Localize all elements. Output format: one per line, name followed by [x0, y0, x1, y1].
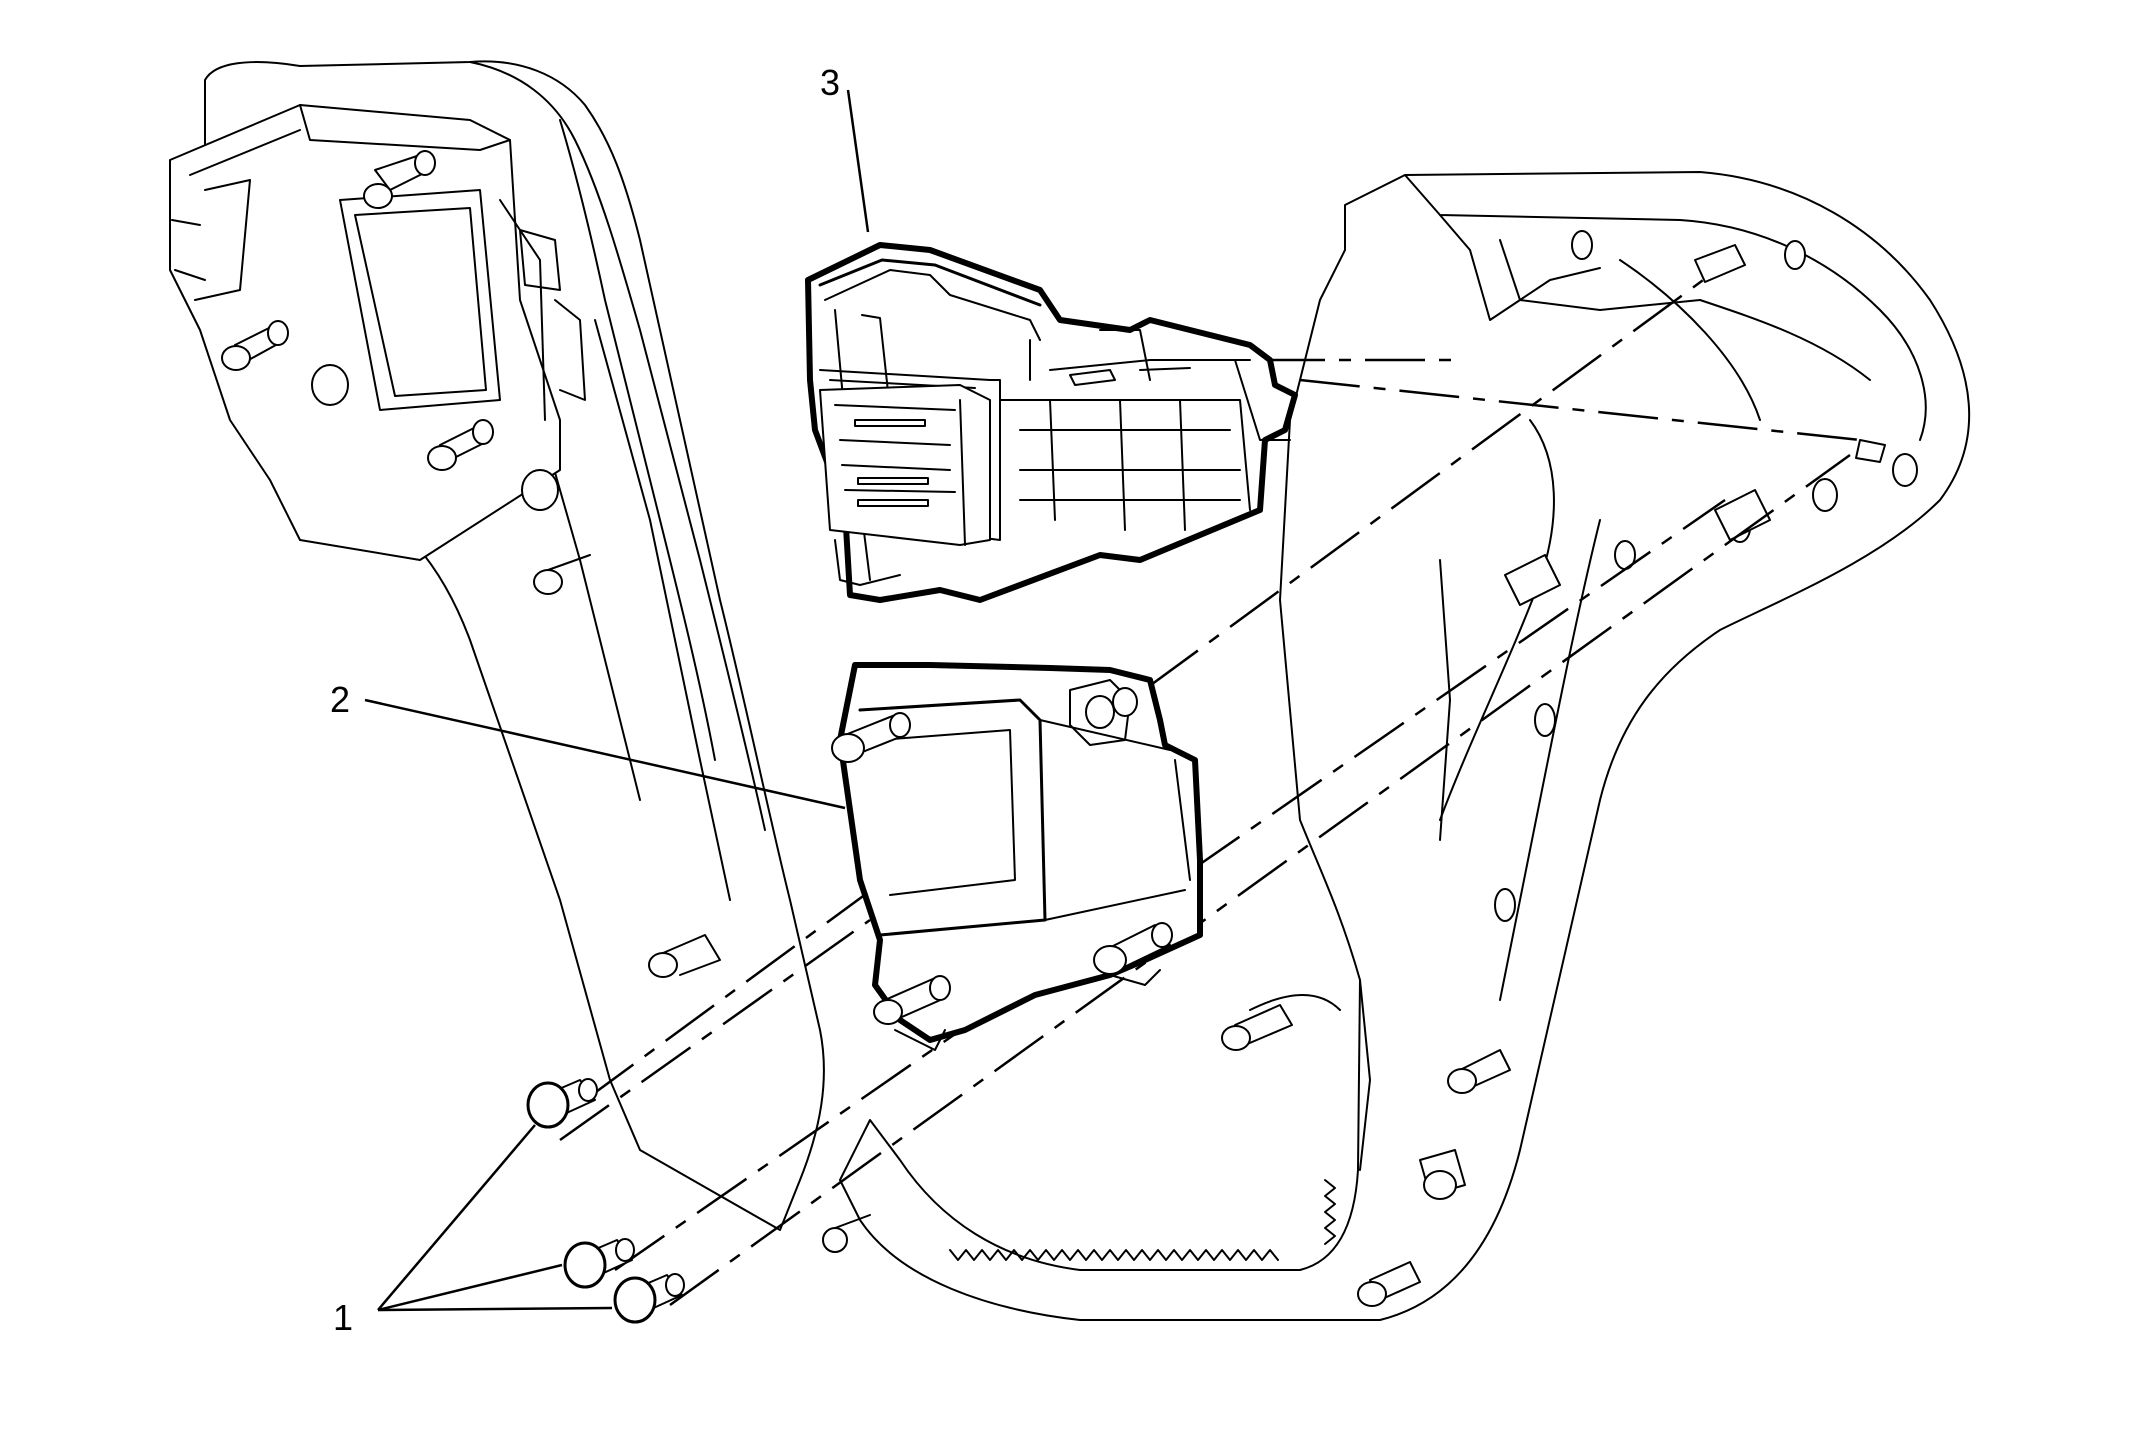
screw-icon	[526, 1078, 598, 1129]
left-module-bolt-icon	[427, 419, 494, 471]
module-bolt-icon	[831, 712, 911, 763]
clip-icon	[1694, 244, 1746, 283]
callout-1: 1	[333, 1297, 353, 1338]
right-spoke-bolt-icon	[822, 1214, 871, 1253]
right-spoke-bolt-icon	[1447, 1049, 1511, 1094]
module-bolt-icon	[873, 975, 951, 1025]
callout-3: 3	[820, 62, 840, 103]
screw-icon	[563, 1238, 635, 1289]
right-spoke-bolt-icon	[1221, 1004, 1293, 1051]
left-spoke-housing	[169, 60, 825, 1231]
clip-icon	[1855, 439, 1886, 463]
component-2-module	[831, 662, 1203, 1051]
left-module-bolt-icon	[363, 150, 436, 209]
clip-icon	[1504, 554, 1561, 606]
right-spoke-bolt-icon	[1357, 1261, 1421, 1307]
component-3-bracket	[805, 242, 1298, 603]
callout-leaders	[364, 89, 870, 1312]
right-spoke-housing	[822, 171, 1971, 1321]
clip-icon	[1714, 489, 1771, 541]
callout-2: 2	[330, 679, 350, 720]
left-module-bolt-icon	[221, 320, 289, 371]
screw-icon	[613, 1273, 685, 1324]
right-spoke-bolt-icon	[1419, 1149, 1466, 1200]
